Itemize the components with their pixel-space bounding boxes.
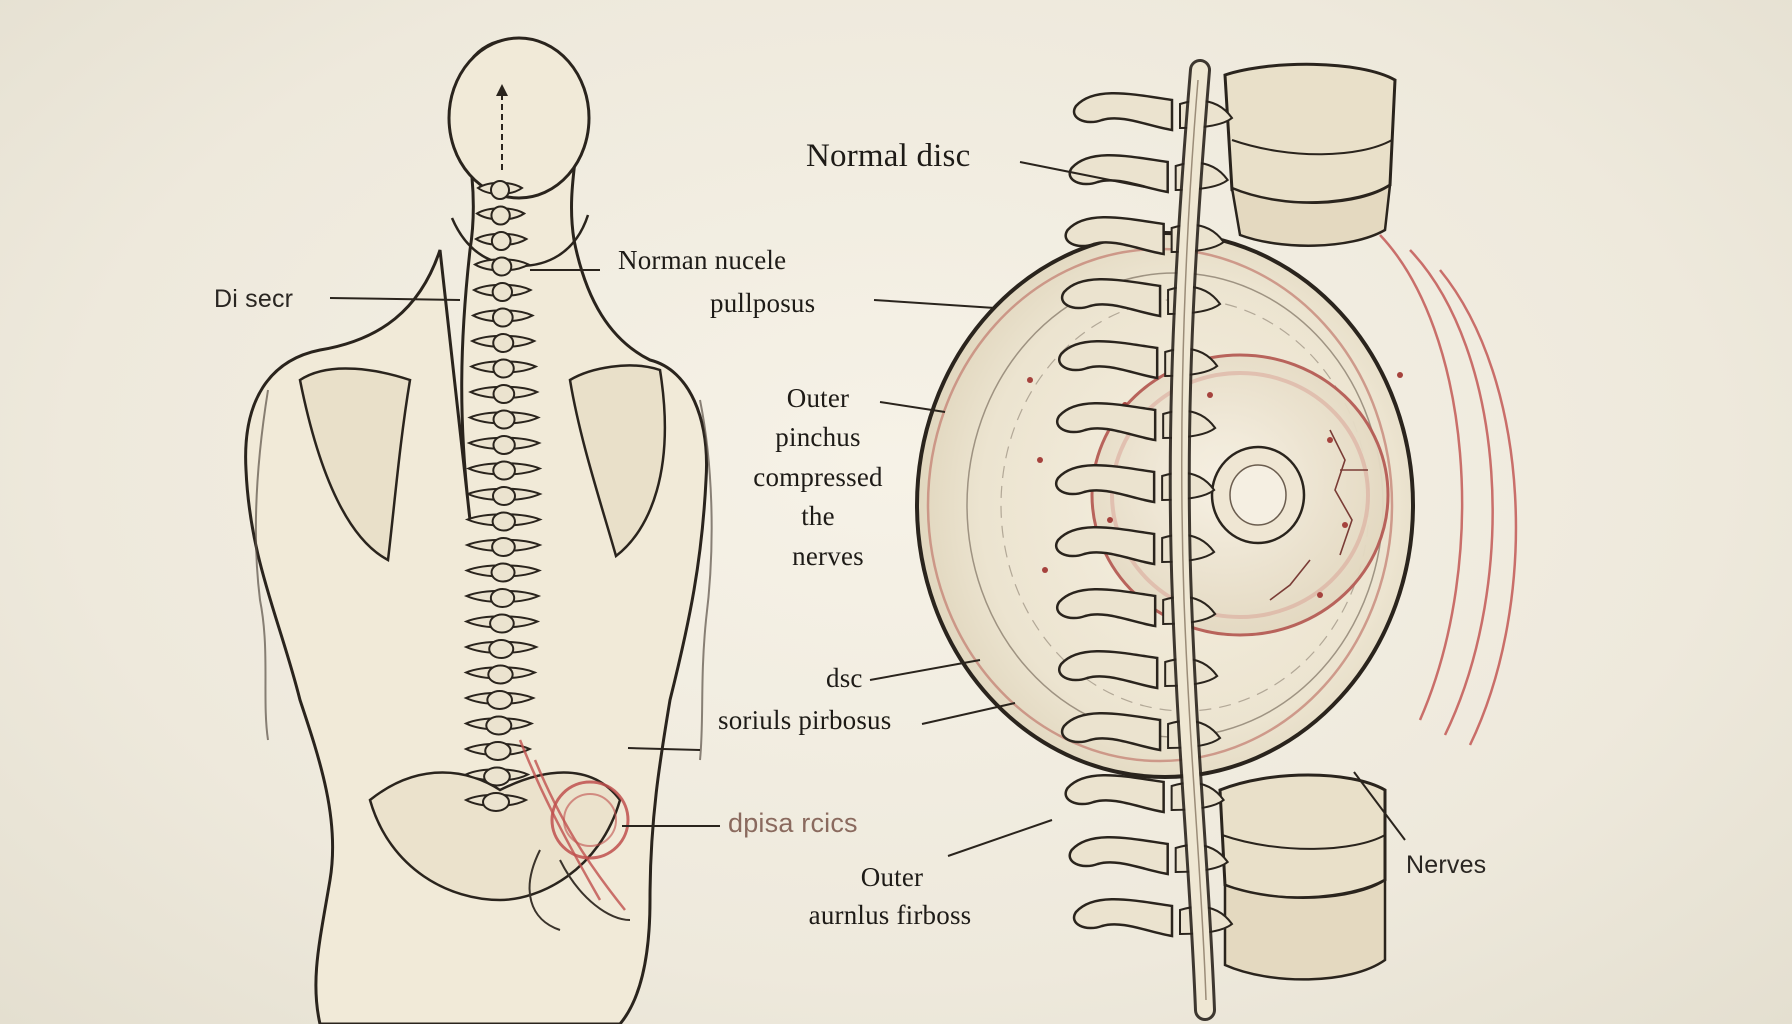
label-compressed: compressed: [753, 462, 883, 492]
human-back-figure: [244, 36, 720, 1024]
right-scapula: [568, 364, 667, 559]
vertebra: [464, 511, 543, 532]
label-the: the: [801, 501, 835, 531]
vertebra: [463, 766, 531, 787]
disc-cross-section: [869, 59, 1518, 1021]
vertebra: [463, 792, 529, 812]
vertebra: [463, 639, 539, 659]
vertebra: [463, 664, 538, 685]
disc-spots: [1027, 372, 1403, 598]
vertebra: [470, 307, 535, 328]
vertebra: [463, 613, 541, 634]
label-dpisa-rcics: dpisa rcics: [728, 808, 858, 838]
vertebra: [467, 409, 541, 430]
label-dsc: dsc: [826, 663, 863, 693]
lower-vertebra: [1218, 773, 1387, 981]
head: [447, 36, 591, 200]
vertebra: [471, 282, 533, 302]
vertebra: [468, 358, 539, 379]
vertebra: [472, 256, 531, 277]
label-di-secr: Di secr: [214, 285, 294, 313]
vertebra: [466, 435, 542, 455]
label-aurnlus-firboss: aurnlus firboss: [808, 900, 972, 930]
vertebra: [475, 205, 527, 226]
label-pinchus: pinchus: [775, 422, 861, 452]
herniation-highlight: [518, 739, 631, 931]
vertebra: [474, 231, 529, 251]
pain-arcs: [1379, 234, 1518, 746]
vertebra: [468, 384, 540, 404]
label-outer-1: Outer: [786, 383, 850, 413]
label-norman-nucele: Norman nucele: [618, 245, 787, 275]
vertebra: [465, 460, 543, 481]
vertebra: [469, 333, 537, 353]
vertebra: [463, 690, 536, 710]
label-nerves-mid: nerves: [792, 541, 864, 571]
label-normal-disc: Normal disc: [806, 138, 971, 174]
vertebra: [476, 180, 524, 200]
left-scapula: [298, 367, 412, 562]
vertebra: [464, 562, 542, 583]
vertebra: [463, 741, 533, 761]
label-pullposus: pullposus: [710, 288, 816, 318]
label-soriuls-pirbosus: soriuls pirbosus: [718, 705, 892, 735]
upper-vertebra: [1223, 62, 1397, 247]
label-outer-2: Outer: [860, 862, 924, 892]
left-spinal-column: [463, 180, 543, 812]
vertebra: [464, 537, 543, 557]
disc-cracks: [1269, 429, 1368, 601]
spinous-process: [1068, 154, 1230, 194]
vertebra: [463, 588, 542, 608]
label-nerves-right: Nerves: [1406, 851, 1487, 879]
vertebra: [465, 486, 543, 506]
vertebra: [463, 715, 535, 736]
